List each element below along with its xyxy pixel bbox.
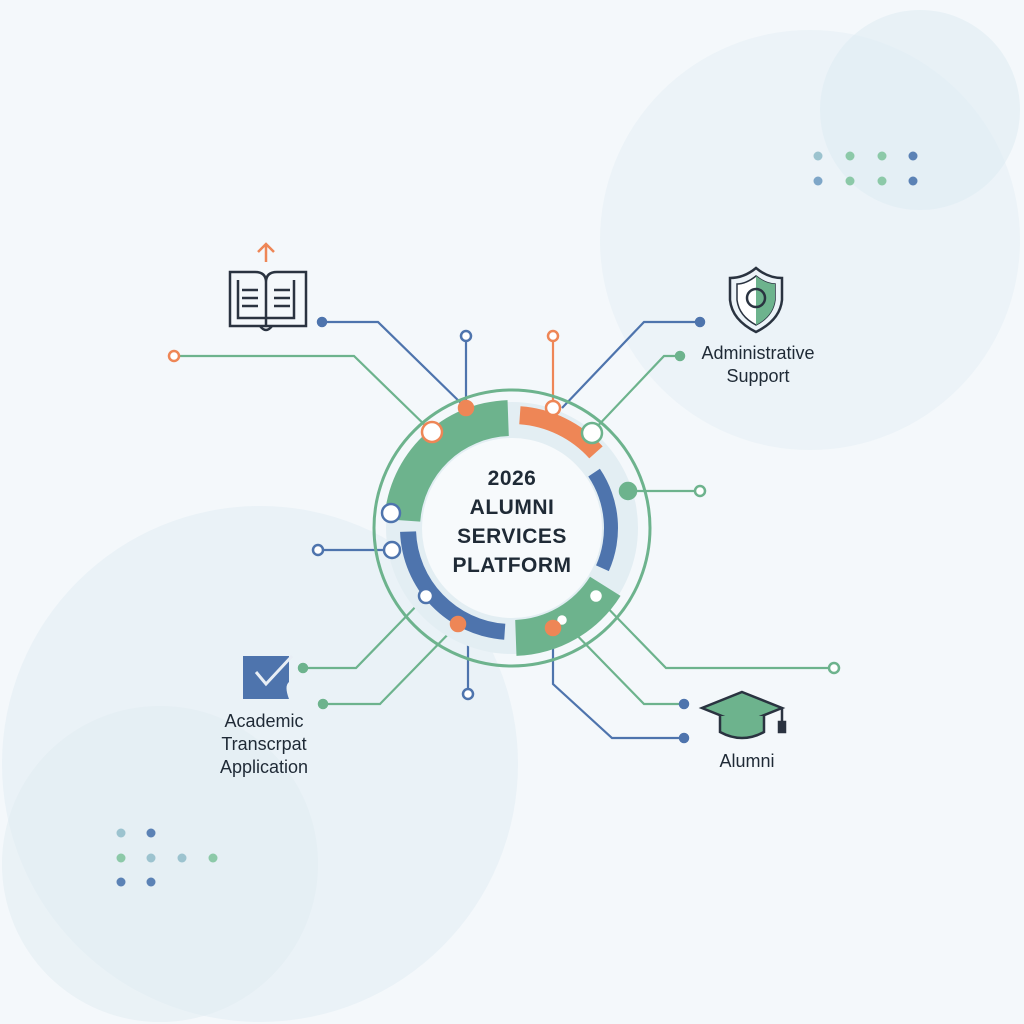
connector-line [561, 619, 684, 706]
title-line: PLATFORM [452, 554, 572, 577]
decorative-dot [813, 176, 823, 186]
connector-node [544, 399, 562, 417]
connector-line [551, 628, 684, 740]
connector-node [546, 329, 560, 343]
connector-lines [174, 320, 834, 740]
connector-node [827, 661, 841, 675]
connector-node [316, 316, 328, 328]
node-label-academic-transcript[interactable]: Academic Transcrpat Application [196, 710, 332, 779]
decorative-dot [146, 877, 156, 887]
decorative-dot [813, 151, 823, 161]
connector-node [674, 350, 686, 362]
connector-node [311, 543, 325, 557]
connector-line [591, 354, 680, 433]
node-label-administrative-support[interactable]: Administrative Support [688, 342, 828, 388]
connector-node [317, 698, 329, 710]
ring-center [422, 438, 602, 618]
label-line: Transcrpat [221, 734, 307, 754]
open-book-upload-icon[interactable] [228, 242, 308, 332]
title-line: ALUMNI [469, 496, 555, 519]
connector-node [580, 421, 604, 445]
connector-node [587, 587, 605, 605]
connector-node [297, 662, 309, 674]
decorative-dot [877, 151, 887, 161]
decorative-dot [116, 877, 126, 887]
connector-nodes [167, 316, 841, 744]
connector-node [461, 687, 475, 701]
label-line: Application [219, 757, 309, 777]
decorative-dot [146, 853, 156, 863]
decorative-dot [908, 176, 918, 186]
label-line: Alumni [719, 751, 775, 771]
decorative-dot [908, 151, 918, 161]
connector-node [618, 481, 638, 501]
connector-node [420, 420, 444, 444]
title-line: 2026 [487, 467, 537, 490]
label-line: Support [726, 366, 790, 386]
connector-node [694, 316, 706, 328]
connector-line [323, 623, 459, 706]
checkbox-document-icon[interactable] [243, 654, 294, 699]
connector-line [174, 354, 433, 433]
ring-segment [588, 468, 619, 572]
decorative-dot [877, 176, 887, 186]
ring-segment [384, 400, 509, 522]
outer-ring [372, 388, 652, 668]
connector-node [544, 619, 562, 637]
decorative-dot [208, 853, 218, 863]
connector-node [382, 540, 402, 560]
center-title: 2026 ALUMNI SERVICES PLATFORM [432, 464, 592, 580]
label-line: Academic [224, 711, 304, 731]
connector-node [459, 329, 473, 343]
decorative-dot [146, 828, 156, 838]
connector-node [693, 484, 707, 498]
connector-node [167, 349, 181, 363]
node-label-alumni[interactable]: Alumni [700, 750, 794, 773]
connector-node [457, 399, 475, 417]
decorative-dot [845, 176, 855, 186]
decorative-dot [116, 828, 126, 838]
shield-icon[interactable] [728, 266, 784, 334]
connector-line [595, 595, 834, 670]
connector-line [322, 320, 467, 409]
connector-node [449, 615, 467, 633]
decorative-dot [116, 853, 126, 863]
ring-segment [519, 406, 603, 459]
title-line: SERVICES [457, 525, 567, 548]
connector-node [678, 732, 690, 744]
label-line: Administrative [701, 343, 815, 363]
connector-node [380, 502, 402, 524]
connector-node [417, 587, 435, 605]
graduation-cap-icon[interactable] [698, 690, 787, 740]
decorative-dot [177, 853, 187, 863]
connector-line [303, 595, 427, 670]
connector-node [678, 698, 690, 710]
decorative-dot-grids [116, 151, 918, 887]
connector-line [561, 320, 700, 409]
ring-segments [384, 400, 621, 656]
decorative-dot [845, 151, 855, 161]
